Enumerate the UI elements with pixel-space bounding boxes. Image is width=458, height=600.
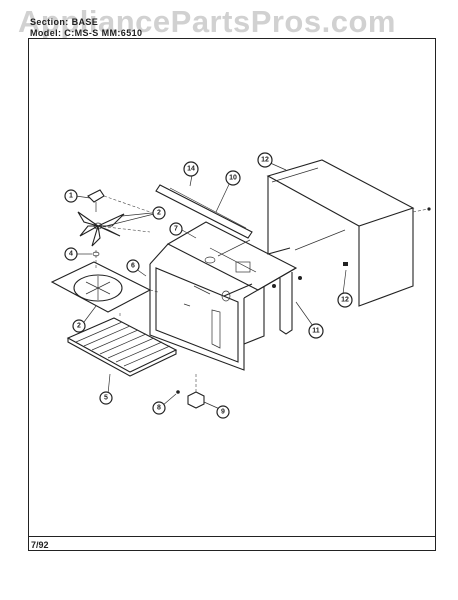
callout-4-label: 4 (69, 251, 73, 258)
callout-9: 9 (216, 405, 230, 419)
callout-14-label: 14 (187, 166, 195, 173)
cabinet-wrapper-part (266, 159, 431, 307)
callout-12-upper-label: 12 (261, 157, 269, 164)
callout-11: 11 (308, 323, 324, 339)
callout-2-upper-label: 2 (157, 210, 161, 217)
callout-2-lower: 2 (72, 319, 86, 333)
callout-12-upper: 12 (257, 152, 273, 168)
callout-7: 7 (169, 222, 183, 236)
section-label: Section: BASE (30, 17, 99, 27)
oven-rack-part (66, 312, 178, 377)
callout-4: 4 (64, 247, 78, 261)
callout-5: 5 (99, 391, 113, 405)
callout-10-label: 10 (229, 175, 237, 182)
callout-8: 8 (152, 401, 166, 415)
callout-2-upper: 2 (152, 206, 166, 220)
callout-1: 1 (64, 189, 78, 203)
callout-14: 14 (183, 161, 199, 177)
callout-1-label: 1 (69, 193, 73, 200)
callout-6: 6 (126, 259, 140, 273)
callout-11-label: 11 (312, 328, 320, 335)
callout-8-label: 8 (157, 405, 161, 412)
fan-assembly-part (77, 189, 151, 270)
top-trim-part (155, 184, 253, 239)
callout-5-label: 5 (104, 395, 108, 402)
callout-7-label: 7 (174, 226, 178, 233)
leveling-foot-part (176, 374, 205, 409)
callout-12-lower-label: 12 (341, 297, 349, 304)
callout-6-label: 6 (131, 263, 135, 270)
callout-9-label: 9 (221, 409, 225, 416)
model-label: Model: C:MS-S MM:6510 (30, 28, 143, 38)
oven-cavity-part (149, 221, 302, 371)
callout-leaders (75, 161, 347, 411)
footer-divider (28, 536, 436, 537)
fan-shroud-part (50, 261, 159, 313)
watermark-text: AppliancePartsPros.com (18, 4, 396, 39)
callout-2-lower-label: 2 (77, 323, 81, 330)
callout-12-lower: 12 (337, 292, 353, 308)
callout-10: 10 (225, 170, 241, 186)
revision-date: 7/92 (31, 540, 49, 550)
diagram-frame (28, 38, 436, 551)
